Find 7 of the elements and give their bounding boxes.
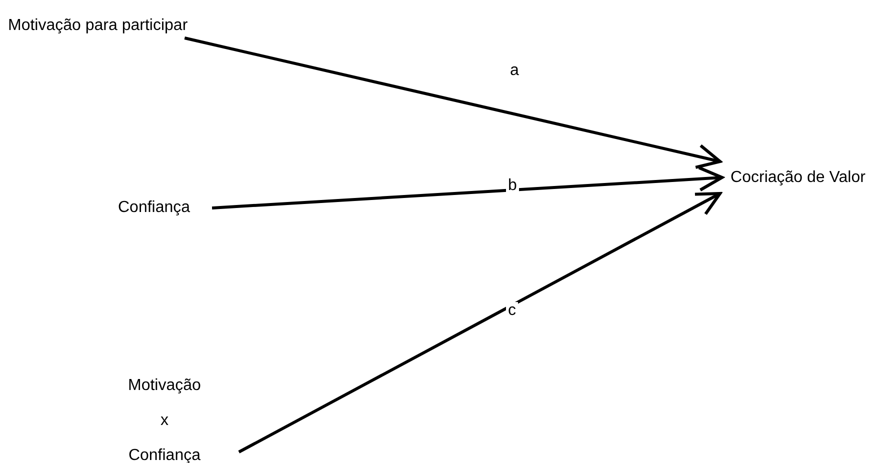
edge-label: b <box>506 177 519 195</box>
arrow <box>184 36 722 169</box>
node-label: Confiança <box>118 198 190 218</box>
arrow <box>212 166 724 210</box>
node-label: Cocriação de Valor <box>730 168 866 188</box>
arrow <box>238 192 722 454</box>
node-label: Motivação para participar <box>8 16 188 36</box>
